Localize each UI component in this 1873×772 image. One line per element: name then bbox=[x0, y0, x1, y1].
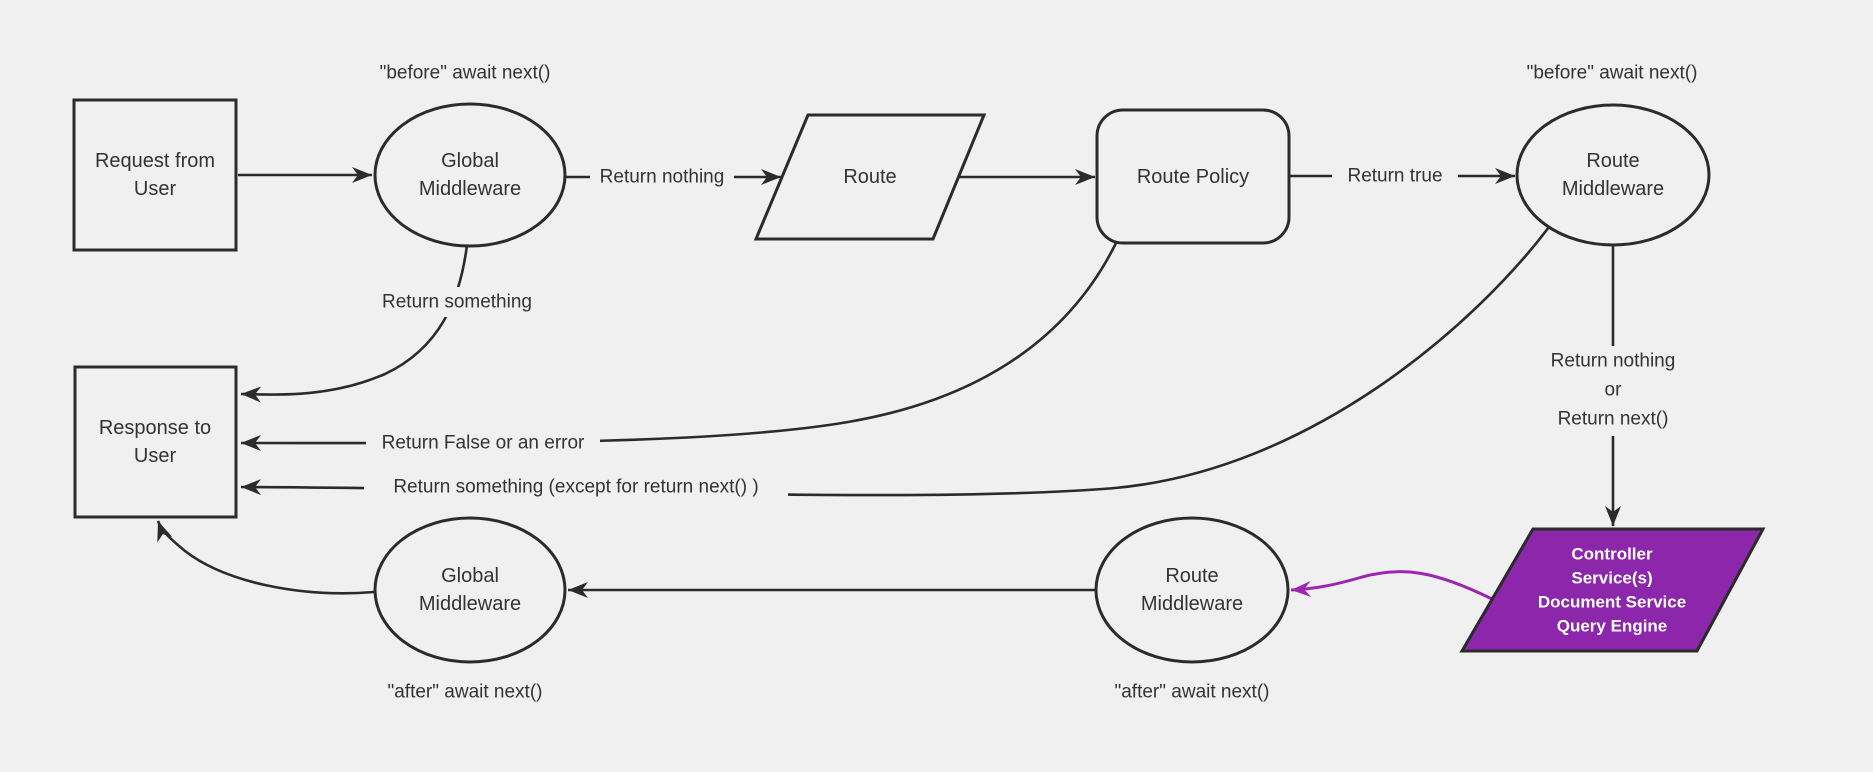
node-controller-services: Controller Service(s) Document Service Q… bbox=[1459, 527, 1766, 653]
label-return-false-or-error: Return False or an error bbox=[382, 433, 585, 454]
label-return-something: Return something bbox=[382, 292, 532, 313]
label-before-await-next-right: "before" await next() bbox=[1527, 63, 1698, 84]
node-global-middleware-after: Global Middleware bbox=[373, 516, 567, 664]
label-return-nothing-or-next-line3: Return next() bbox=[1558, 409, 1669, 430]
node-route-middleware-before: Route Middleware bbox=[1515, 103, 1711, 247]
node-global-middleware-before: Global Middleware bbox=[373, 102, 567, 248]
label-bg-return-something bbox=[366, 287, 548, 317]
route-middleware-before-label-line2: Middleware bbox=[1562, 178, 1664, 200]
label-after-await-next-right: "after" await next() bbox=[1115, 682, 1270, 703]
controller-label-line2: Service(s) bbox=[1571, 569, 1652, 588]
route-middleware-before-label-line1: Route bbox=[1586, 150, 1639, 172]
global-middleware-after-ellipse bbox=[373, 516, 567, 664]
route-middleware-before-ellipse bbox=[1515, 103, 1711, 247]
label-bg-return-nothing bbox=[590, 162, 734, 192]
label-return-nothing-or-next-line1: Return nothing bbox=[1551, 351, 1676, 372]
label-return-true: Return true bbox=[1347, 166, 1442, 187]
edge-controller-to-route-middleware-after bbox=[1290, 570, 1493, 601]
request-from-user-box bbox=[72, 98, 238, 252]
label-bg-return-nothing-or-next bbox=[1534, 346, 1692, 436]
label-bg-return-true bbox=[1332, 161, 1458, 191]
edge-global-middleware-to-response bbox=[240, 244, 469, 403]
global-middleware-after-label-line2: Middleware bbox=[419, 593, 521, 615]
route-policy-box bbox=[1095, 108, 1291, 245]
route-policy-label: Route Policy bbox=[1137, 166, 1249, 188]
node-route-middleware-after: Route Middleware bbox=[1094, 516, 1290, 664]
node-route: Route bbox=[753, 113, 987, 241]
route-parallelogram bbox=[753, 113, 987, 241]
label-return-nothing-or-next-line2: or bbox=[1605, 380, 1623, 401]
node-route-policy: Route Policy bbox=[1095, 108, 1291, 245]
response-to-user-label-line1: Response to bbox=[99, 417, 211, 439]
label-return-nothing: Return nothing bbox=[600, 167, 725, 188]
global-middleware-after-label-line1: Global bbox=[441, 565, 499, 587]
response-to-user-label-line2: User bbox=[134, 445, 177, 467]
controller-label-line4: Query Engine bbox=[1557, 617, 1668, 636]
route-middleware-after-ellipse bbox=[1094, 516, 1290, 664]
request-from-user-label-line2: User bbox=[134, 178, 177, 200]
route-middleware-after-label-line1: Route bbox=[1165, 565, 1218, 587]
node-response-to-user: Response to User bbox=[73, 365, 238, 519]
node-request-from-user: Request from User bbox=[72, 98, 238, 252]
global-middleware-before-ellipse bbox=[373, 102, 567, 248]
label-after-await-next-left: "after" await next() bbox=[388, 682, 543, 703]
controller-label-line1: Controller bbox=[1571, 545, 1653, 564]
controller-label-line3: Document Service bbox=[1538, 593, 1686, 612]
global-middleware-before-label-line2: Middleware bbox=[419, 178, 521, 200]
controller-services-parallelogram bbox=[1459, 527, 1766, 653]
label-before-await-next-left: "before" await next() bbox=[380, 63, 551, 84]
label-return-something-except: Return something (except for return next… bbox=[393, 477, 758, 498]
edge-route-policy-to-response bbox=[240, 242, 1118, 452]
response-to-user-box bbox=[73, 365, 238, 519]
route-label: Route bbox=[843, 166, 896, 188]
request-from-user-label-line1: Request from bbox=[95, 150, 215, 172]
edge-labels: "before" await next() "before" await nex… bbox=[364, 63, 1697, 703]
label-bg-return-something-except bbox=[364, 472, 788, 502]
label-return-nothing-or-next: Return nothing or Return next() bbox=[1551, 351, 1676, 430]
global-middleware-before-label-line1: Global bbox=[441, 150, 499, 172]
route-middleware-after-label-line2: Middleware bbox=[1141, 593, 1243, 615]
edge-global-middleware-after-to-response bbox=[156, 520, 375, 595]
label-bg-return-false bbox=[366, 428, 600, 458]
